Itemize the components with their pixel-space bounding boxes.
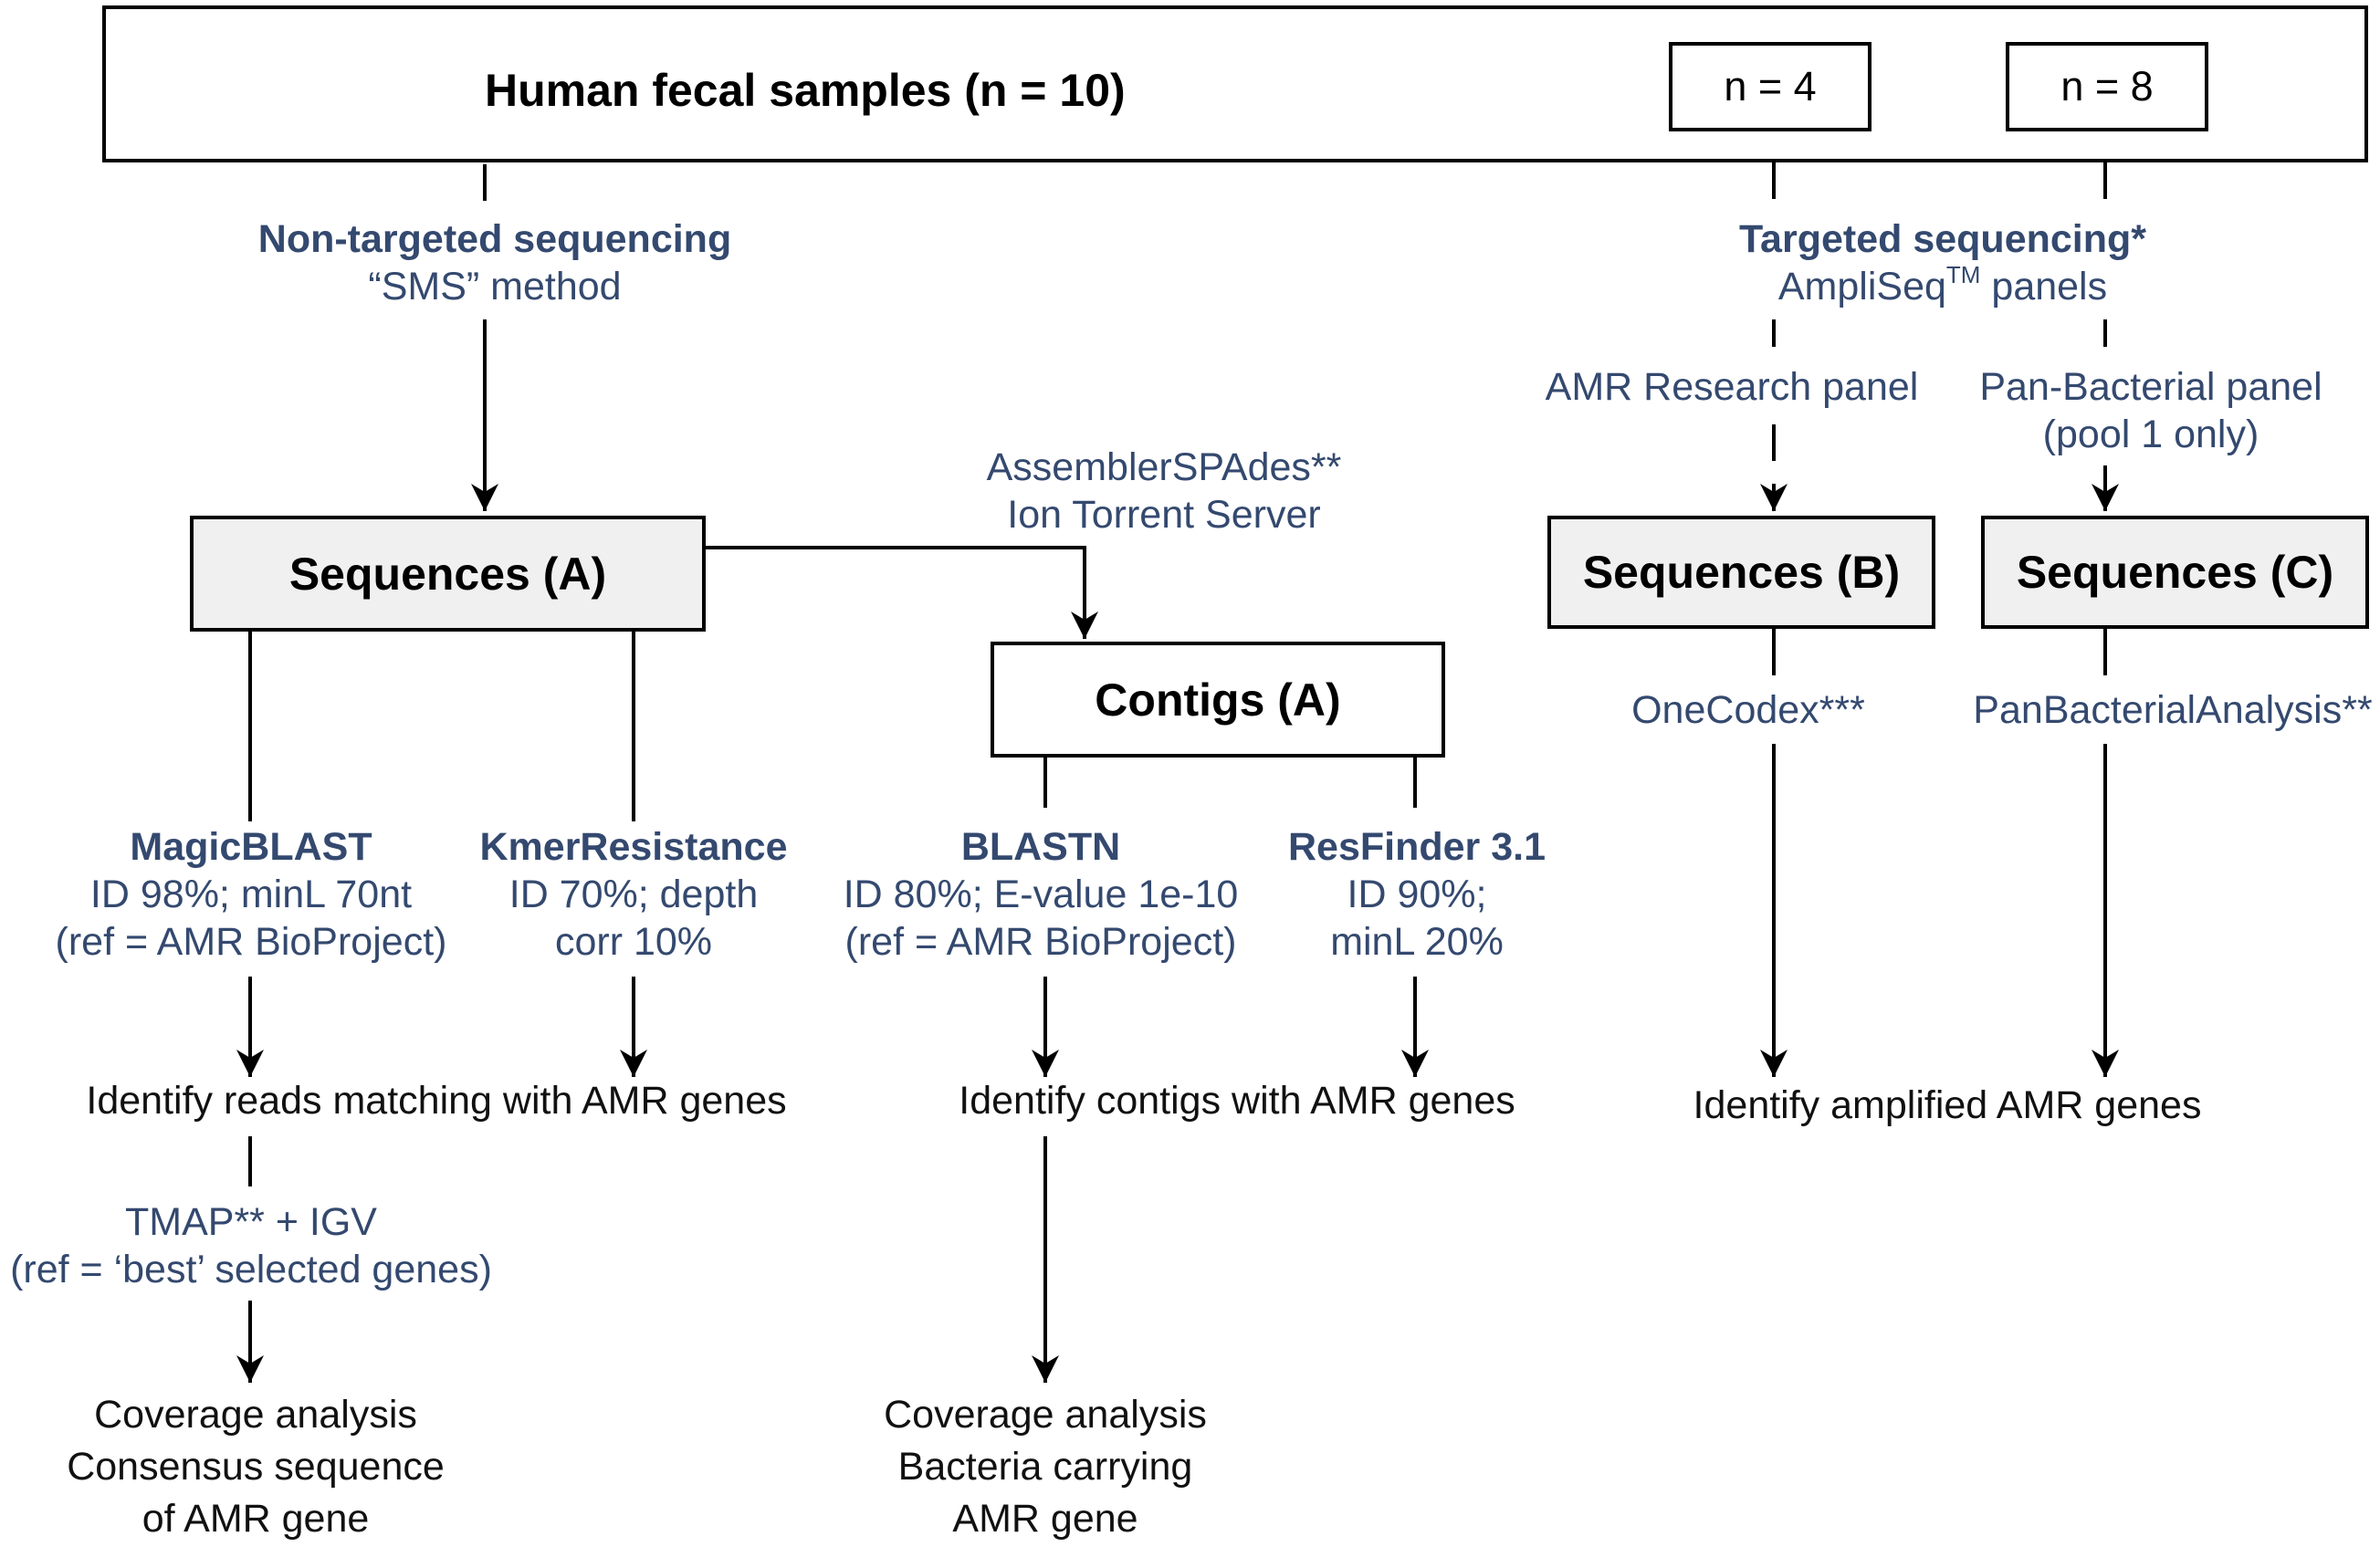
blastn-line2: (ref = AMR BioProject) xyxy=(844,920,1237,964)
sequences-a-box: Sequences (A) xyxy=(190,516,706,632)
top-box: Human fecal samples (n = 10) xyxy=(102,5,2368,162)
panbacterial-label: PanBacterialAnalysis** xyxy=(1973,686,2372,734)
sequences-b-box: Sequences (B) xyxy=(1547,516,1935,629)
resfinder-line2: minL 20% xyxy=(1330,920,1504,964)
resfinder-label: ResFinder 3.1 ID 90%; minL 20% xyxy=(1288,823,1546,966)
nontargeted-title: Non-targeted sequencing xyxy=(257,217,732,261)
targeted-title: Targeted sequencing* xyxy=(1738,217,2147,261)
blastn-line1: ID 80%; E-value 1e-10 xyxy=(843,873,1239,916)
magicblast-label: MagicBLAST ID 98%; minL 70nt (ref = AMR … xyxy=(56,823,447,966)
targeted-panels: AmpliSeqTM panels xyxy=(1739,263,2146,310)
resfinder-line1: ID 90%; xyxy=(1347,873,1487,916)
amplified-result-label: Identify amplified AMR genes xyxy=(1693,1082,2202,1129)
coverage-reads-label: Coverage analysis Consensus sequence of … xyxy=(67,1389,445,1545)
n8-box: n = 8 xyxy=(2006,42,2208,131)
reads-result-label: Identify reads matching with AMR genes xyxy=(86,1077,786,1124)
pan-panel-line2: (pool 1 only) xyxy=(2042,413,2259,456)
pan-panel-line1: Pan-Bacterial panel xyxy=(1979,365,2322,409)
assembler-line1: AssemblerSPAdes** xyxy=(986,445,1342,489)
coverage-contigs-line1: Coverage analysis xyxy=(884,1393,1207,1437)
reads-result-text: Identify reads matching with AMR genes xyxy=(86,1079,787,1123)
nontargeted-label: Non-targeted sequencing “SMS” method xyxy=(258,215,731,310)
tmap-label: TMAP** + IGV (ref = ‘best’ selected gene… xyxy=(10,1198,492,1293)
coverage-reads-line1: Coverage analysis xyxy=(94,1393,417,1437)
panels-suffix: panels xyxy=(1980,265,2108,308)
assembler-label: AssemblerSPAdes** Ion Torrent Server xyxy=(987,444,1342,538)
coverage-reads-line2: Consensus sequence xyxy=(67,1445,445,1489)
n4-label: n = 4 xyxy=(1724,63,1817,110)
coverage-reads-line3: of AMR gene xyxy=(142,1497,370,1541)
contigs-a-label: Contigs (A) xyxy=(1095,674,1341,726)
blastn-name: BLASTN xyxy=(960,825,1121,869)
kmer-name: KmerResistance xyxy=(479,825,788,869)
n8-label: n = 8 xyxy=(2060,63,2154,110)
panels-sup: TM xyxy=(1945,261,1981,288)
tmap-line2: (ref = ‘best’ selected genes) xyxy=(10,1248,492,1291)
assembler-line2: Ion Torrent Server xyxy=(1007,493,1321,537)
magicblast-line1: ID 98%; minL 70nt xyxy=(89,873,413,916)
contigs-result-text: Identify contigs with AMR genes xyxy=(959,1079,1515,1123)
sequences-c-label: Sequences (C) xyxy=(2016,547,2334,598)
tmap-line1: TMAP** + IGV xyxy=(124,1200,377,1244)
sequences-a-label: Sequences (A) xyxy=(288,548,607,600)
coverage-contigs-line3: AMR gene xyxy=(952,1497,1138,1541)
nontargeted-method: “SMS” method xyxy=(368,265,622,308)
onecodex-label: OneCodex*** xyxy=(1631,686,1865,734)
kmer-line2: corr 10% xyxy=(554,920,713,964)
kmer-line1: ID 70%; depth xyxy=(509,873,759,916)
blastn-label: BLASTN ID 80%; E-value 1e-10 (ref = AMR … xyxy=(844,823,1239,966)
amr-panel-label: AMR Research panel xyxy=(1546,363,1919,411)
coverage-contigs-label: Coverage analysis Bacteria carrying AMR … xyxy=(884,1389,1207,1545)
magicblast-name: MagicBLAST xyxy=(130,825,372,869)
arrow-seq-a-to-contigs xyxy=(705,546,1098,639)
resfinder-name: ResFinder 3.1 xyxy=(1288,825,1546,869)
panels-prefix: AmpliSeq xyxy=(1777,265,1946,308)
kmer-label: KmerResistance ID 70%; depth corr 10% xyxy=(479,823,787,966)
panbacterial-text: PanBacterialAnalysis** xyxy=(1973,688,2373,732)
pan-panel-label: Pan-Bacterial panel (pool 1 only) xyxy=(1979,363,2322,458)
targeted-label: Targeted sequencing* AmpliSeqTM panels xyxy=(1739,215,2146,310)
magicblast-line2: (ref = AMR BioProject) xyxy=(55,920,447,964)
contigs-a-box: Contigs (A) xyxy=(991,642,1445,758)
sequences-b-label: Sequences (B) xyxy=(1582,547,1901,598)
contigs-result-label: Identify contigs with AMR genes xyxy=(959,1077,1515,1124)
onecodex-text: OneCodex*** xyxy=(1631,688,1865,732)
coverage-contigs-line2: Bacteria carrying xyxy=(897,1445,1193,1489)
amplified-result-text: Identify amplified AMR genes xyxy=(1693,1083,2202,1127)
top-box-title: Human fecal samples (n = 10) xyxy=(485,65,1126,116)
n4-box: n = 4 xyxy=(1669,42,1871,131)
amr-panel-text: AMR Research panel xyxy=(1545,365,1919,409)
sequences-c-box: Sequences (C) xyxy=(1981,516,2369,629)
